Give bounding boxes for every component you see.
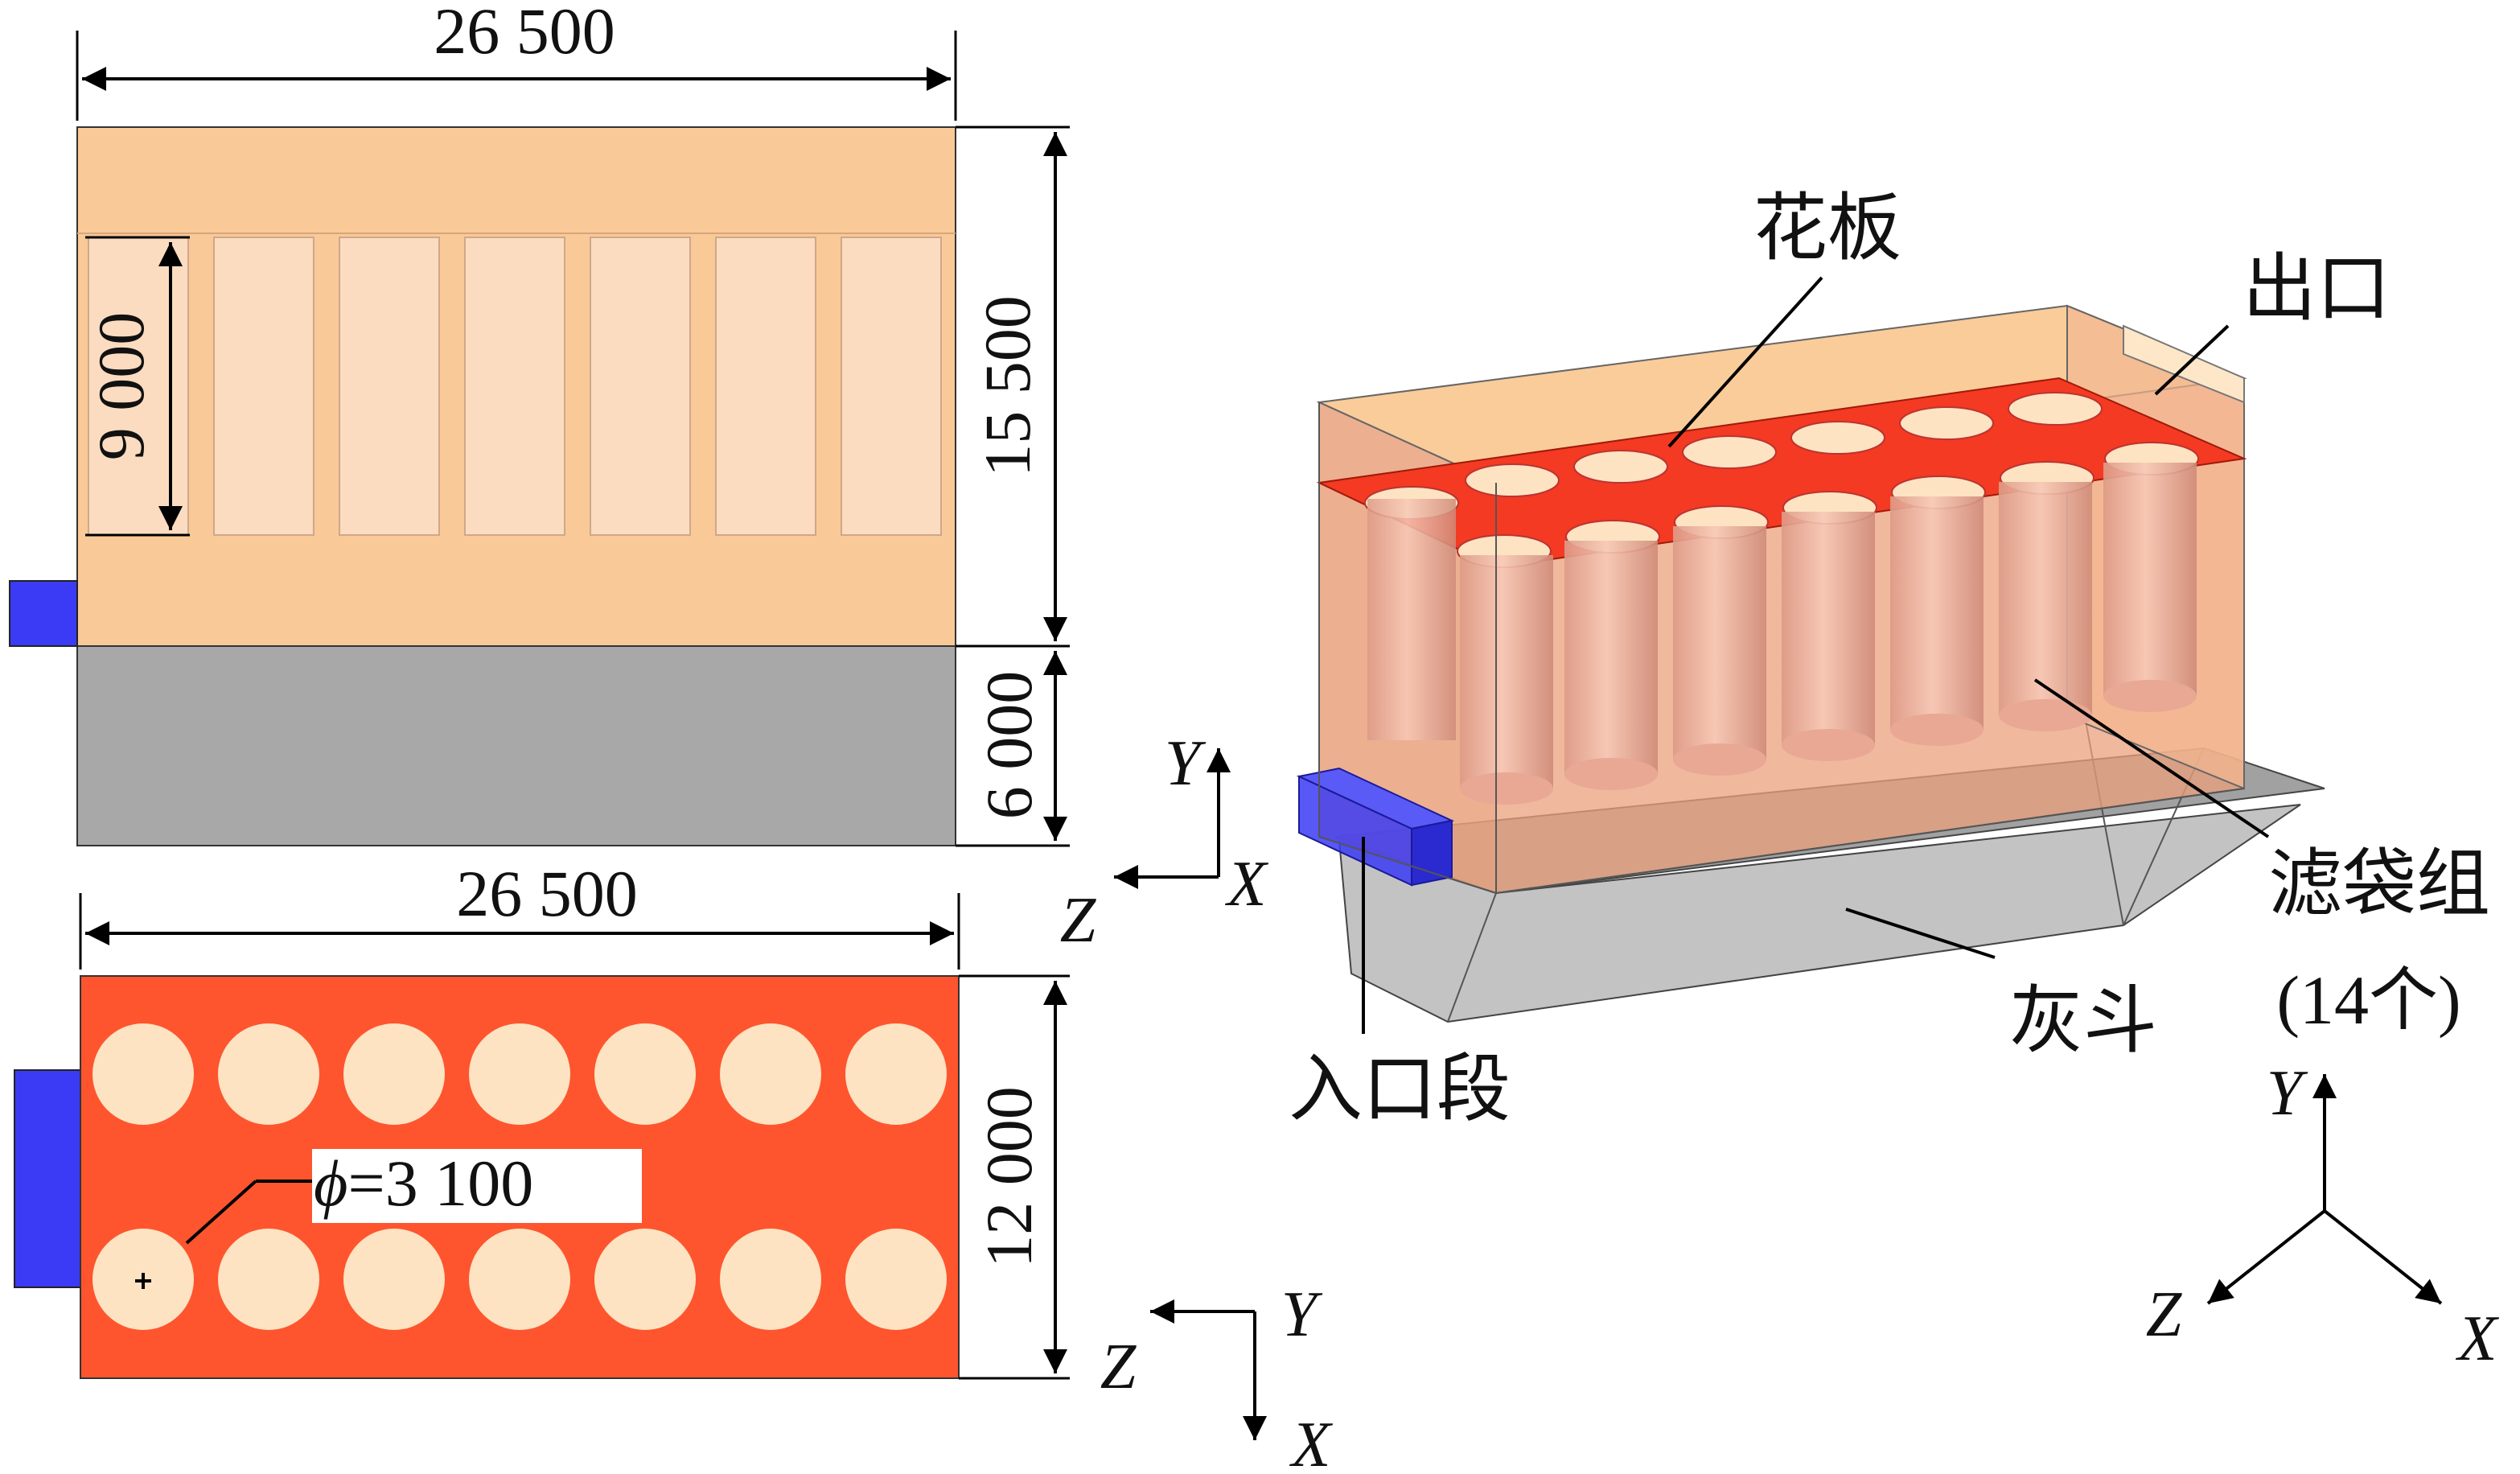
top-view: ϕ=3 100 26 500 12 000 Y Z X (14, 857, 1334, 1474)
iso-bag (1673, 526, 1766, 760)
depth-dimension: 12 000 (972, 1086, 1046, 1268)
diameter-leader (185, 1180, 257, 1245)
front-bag (339, 237, 440, 536)
front-axis-y-label: Y (1165, 728, 1207, 799)
top-hole (469, 1023, 570, 1125)
iso-bag-bottom (2103, 680, 2197, 712)
front-bag (590, 237, 691, 536)
iso-bag (1890, 496, 1984, 730)
iso-plate-hole (2008, 392, 2103, 426)
iso-plate-hole (1899, 406, 1994, 440)
front-axis-x-label: X (1225, 849, 1269, 920)
front-axes: Y X Z (1060, 728, 1269, 956)
top-hole (218, 1229, 319, 1330)
iso-axes: Y Z X (2146, 1058, 2500, 1374)
top-hole (720, 1023, 821, 1125)
width-dimension-top: 26 500 (434, 0, 615, 68)
top-hole (845, 1023, 947, 1125)
width-dimension-bottom: 26 500 (456, 857, 638, 930)
front-bag (213, 237, 314, 536)
iso-filter-bags (1367, 463, 2197, 805)
iso-bag (1564, 541, 1658, 774)
front-axis-z-label: Z (1060, 885, 1097, 956)
height-hopper-dimension: 6 000 (972, 671, 1046, 820)
outlet-leader (2154, 324, 2230, 396)
height-bag-dimension: 9 000 (84, 312, 158, 461)
top-axis-y-label: Y (1281, 1279, 1323, 1350)
iso-bag-bottom (1890, 714, 1984, 746)
iso-bag (1460, 555, 1553, 788)
iso-bag (2103, 463, 2197, 696)
iso-bag (1782, 512, 1875, 745)
iso-axis-z-label: Z (2146, 1279, 2183, 1350)
iso-axis-y-label: Y (2267, 1058, 2308, 1129)
top-hole (343, 1023, 445, 1125)
top-axis-z-label: Z (1100, 1332, 1137, 1402)
iso-plate-hole (1682, 435, 1777, 469)
iso-hopper-edge (1447, 892, 1497, 1023)
iso-edge (1318, 402, 2245, 895)
label-inlet: 入口段 (1289, 1048, 1511, 1130)
front-inlet (9, 580, 78, 647)
iso-bag-bottom (1460, 772, 1553, 805)
front-view: 26 500 15 500 6 000 9 000 Y X Z (9, 0, 1269, 956)
top-hole (594, 1229, 696, 1330)
front-filter-bags (88, 237, 942, 536)
iso-bag-bottom (1999, 699, 2092, 731)
front-bag (464, 237, 565, 536)
top-hole (469, 1229, 570, 1330)
top-axis-x-label: X (1289, 1410, 1334, 1474)
diameter-label: ϕ=3 100 (314, 1147, 533, 1220)
iso-view: 花板 出口 滤袋组 (14个) 灰斗 入口段 Y Z X (1289, 187, 2500, 1374)
diameter-label-box (312, 1149, 642, 1223)
label-hopper: 灰斗 (2009, 980, 2157, 1062)
iso-bag (1367, 499, 1456, 740)
iso-bag-bottom (1782, 729, 1875, 761)
plate-leader (1667, 276, 1823, 448)
height-total-dimension: 15 500 (971, 295, 1044, 477)
top-inlet (14, 1069, 81, 1288)
iso-plate-hole (1573, 450, 1668, 484)
iso-bag-bottom (1564, 758, 1658, 790)
top-hole (343, 1229, 445, 1330)
iso-inlet-end (1411, 819, 1453, 887)
top-hole (92, 1023, 194, 1125)
hopper-leader (1845, 908, 1996, 959)
top-hole (218, 1023, 319, 1125)
label-bags-count: (14个) (2276, 961, 2460, 1039)
top-hole (720, 1229, 821, 1330)
top-axes: Y Z X (1100, 1279, 1334, 1474)
iso-bag (1999, 482, 2092, 715)
top-hole (594, 1023, 696, 1125)
iso-axis-x-label: X (2456, 1303, 2500, 1374)
label-outlet: 出口 (2243, 248, 2391, 330)
iso-outlet (2123, 324, 2245, 404)
label-plate: 花板 (1753, 187, 1901, 270)
iso-plate-hole (1465, 463, 1560, 497)
top-hole (845, 1229, 947, 1330)
iso-bag-bottom (1673, 743, 1766, 776)
front-bag (715, 237, 816, 536)
front-hopper (76, 645, 956, 846)
label-bags: 滤袋组 (2268, 843, 2490, 925)
bags-leader (2033, 678, 2270, 838)
iso-plate-hole (1790, 421, 1885, 455)
front-bag (841, 237, 942, 536)
